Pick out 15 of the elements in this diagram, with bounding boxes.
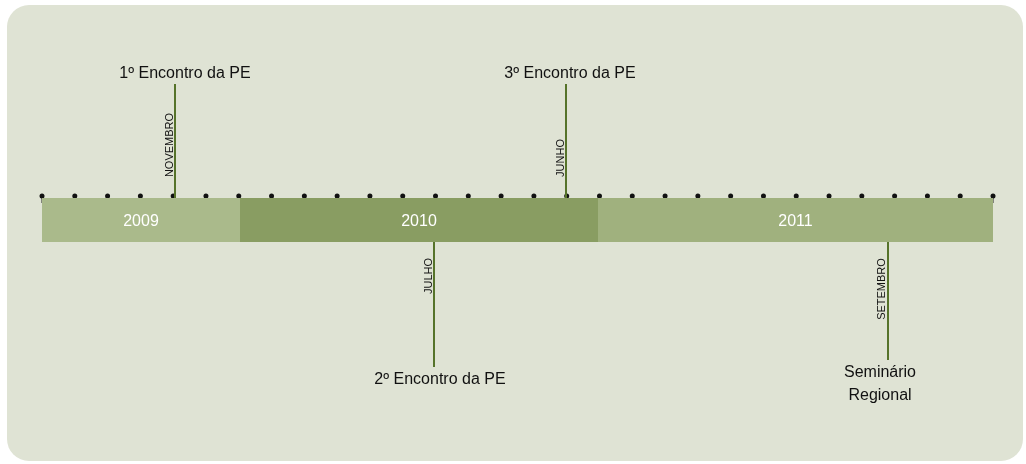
year-band: 2010 <box>240 198 598 242</box>
event-label: 2º Encontro da PE <box>360 367 520 390</box>
leader-line <box>433 241 435 368</box>
month-label: SETEMBRO <box>874 258 887 320</box>
month-label: JULHO <box>422 257 435 295</box>
year-band: 2009 <box>42 198 240 242</box>
event-label: 3º Encontro da PE <box>490 61 650 84</box>
year-band: 2011 <box>598 198 993 242</box>
event-label: 1º Encontro da PE <box>105 61 265 84</box>
leader-line <box>565 83 567 199</box>
month-label: NOVEMBRO <box>163 112 176 178</box>
event-label: Seminário Regional <box>825 360 935 406</box>
month-label: JUNHO <box>553 139 566 177</box>
leader-line <box>887 241 889 361</box>
leader-line <box>174 83 176 199</box>
